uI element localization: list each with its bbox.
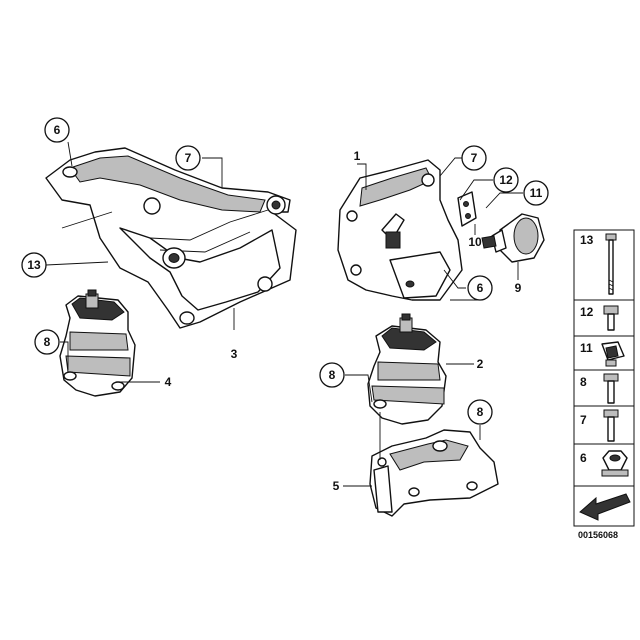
callout-13-left: 13 xyxy=(21,252,47,278)
holder-bracket-12 xyxy=(457,191,477,227)
callout-1-text: 1 xyxy=(354,149,361,163)
callout-8-right-text: 8 xyxy=(477,405,484,419)
callout-7-left: 7 xyxy=(175,145,201,171)
legend-item-13: 13 xyxy=(580,233,594,247)
callout-7-left-text: 7 xyxy=(185,151,192,165)
callout-10: 10 xyxy=(468,235,482,249)
callout-6-left-text: 6 xyxy=(54,123,61,137)
callout-7-right-text: 7 xyxy=(471,151,478,165)
callout-8-left: 8 xyxy=(34,329,60,355)
clip-nut-icon xyxy=(601,341,625,367)
callout-11-text: 11 xyxy=(530,186,543,200)
engine-support-bracket-left xyxy=(45,147,297,329)
engine-mount-left xyxy=(59,289,136,397)
legend-item-12: 12 xyxy=(580,305,594,319)
callout-6-left: 6 xyxy=(44,117,70,143)
legend-item-11: 11 xyxy=(580,341,593,355)
callout-3-text: 3 xyxy=(231,347,238,361)
vibration-damper-9 xyxy=(481,213,545,263)
callout-9-text: 9 xyxy=(515,281,522,295)
legend-item-8: 8 xyxy=(580,375,587,389)
hex-nut-icon xyxy=(601,450,629,477)
callout-11: 11 xyxy=(523,180,549,206)
document-number: 00156068 xyxy=(578,530,618,540)
callout-8-right: 8 xyxy=(467,399,493,425)
callout-6-right: 6 xyxy=(467,275,493,301)
callout-4-text: 4 xyxy=(165,375,172,389)
hex-bolt-icon xyxy=(603,373,619,404)
callout-2: 2 xyxy=(477,357,484,371)
callout-6-right-text: 6 xyxy=(477,281,484,295)
callout-2-text: 2 xyxy=(477,357,484,371)
callout-12-text: 12 xyxy=(499,173,513,187)
screw-icon xyxy=(603,305,619,331)
legend-item-7: 7 xyxy=(580,413,587,427)
callout-12: 12 xyxy=(493,167,519,193)
long-bolt-icon xyxy=(605,233,617,295)
callout-9: 9 xyxy=(515,281,522,295)
installation-arrow-icon xyxy=(579,493,631,521)
callout-8-mid-text: 8 xyxy=(329,368,336,382)
callout-5: 5 xyxy=(333,479,340,493)
callout-1: 1 xyxy=(354,149,361,163)
engine-carrier-right xyxy=(337,159,463,301)
engine-mount-right xyxy=(367,313,447,425)
callout-5-text: 5 xyxy=(333,479,340,493)
callout-4: 4 xyxy=(165,375,172,389)
bolt-icon xyxy=(603,409,619,442)
callout-7-right: 7 xyxy=(461,145,487,171)
callout-8-left-text: 8 xyxy=(44,335,51,349)
callout-13-left-text: 13 xyxy=(27,258,41,272)
parts-legend: 13 12 11 8 7 xyxy=(573,229,635,527)
callout-3: 3 xyxy=(231,347,238,361)
engine-mount-bracket-5 xyxy=(369,429,499,517)
callout-10-text: 10 xyxy=(468,235,482,249)
legend-item-6: 6 xyxy=(580,451,587,465)
callout-8-mid: 8 xyxy=(319,362,345,388)
